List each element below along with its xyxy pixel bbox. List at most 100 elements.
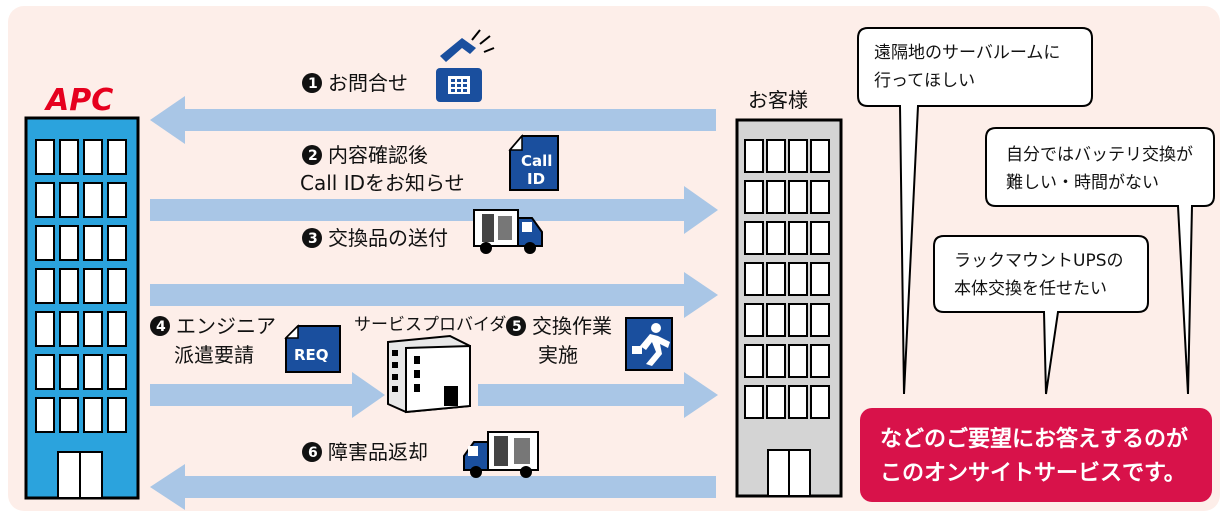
svg-text:内容確認後: 内容確認後 <box>328 143 428 167</box>
customer-building-window <box>744 344 764 378</box>
svg-text:難しい・時間がない: 難しい・時間がない <box>1006 173 1159 193</box>
svg-text:3: 3 <box>308 231 318 247</box>
apc-building-window <box>59 139 79 175</box>
svg-text:障害品返却: 障害品返却 <box>328 440 428 464</box>
svg-text:このオンサイトサービスです。: このオンサイトサービスです。 <box>880 461 1186 486</box>
svg-text:Call: Call <box>521 152 552 170</box>
apc-building-window <box>83 354 103 390</box>
apc-building-window <box>59 182 79 218</box>
customer-building-window <box>810 221 830 255</box>
svg-text:Call IDをお知らせ: Call IDをお知らせ <box>300 171 465 195</box>
apc-building-window <box>107 225 127 261</box>
apc-building-window <box>83 225 103 261</box>
apc-building-window <box>83 139 103 175</box>
customer-building-window <box>788 221 808 255</box>
apc-building-window <box>107 268 127 304</box>
svg-text:5: 5 <box>512 319 522 335</box>
call-id-document-icon: Call ID <box>508 133 559 191</box>
apc-building-window <box>59 225 79 261</box>
emergency-exit-runner-icon <box>625 317 673 371</box>
customer-building-window <box>810 303 830 337</box>
svg-text:交換作業: 交換作業 <box>532 314 612 338</box>
apc-building-window <box>83 397 103 433</box>
customer-building-window <box>788 139 808 173</box>
customer-building-window <box>810 180 830 214</box>
apc-building <box>24 116 140 500</box>
apc-building-window <box>35 397 55 433</box>
step-5-label: 5 交換作業 実施 <box>506 314 612 367</box>
arrow-step-5 <box>478 372 718 418</box>
arrow-step-1 <box>150 96 716 144</box>
apc-building-window <box>83 268 103 304</box>
step-2-label: 2 内容確認後 Call IDをお知らせ <box>300 143 465 195</box>
apc-building-window <box>35 268 55 304</box>
arrow-step-3 <box>150 272 718 318</box>
apc-building-window <box>35 182 55 218</box>
truck-icon-step-6 <box>463 431 539 478</box>
step-4-label: 4 エンジニア 派遣要請 <box>150 314 276 367</box>
req-document-icon: REQ <box>284 324 341 373</box>
apc-logo: APC <box>44 83 113 118</box>
apc-building-window <box>59 397 79 433</box>
customer-building-window <box>810 139 830 173</box>
svg-text:お問合せ: お問合せ <box>328 71 408 95</box>
customer-building-window <box>766 221 786 255</box>
arrow-step-4 <box>150 372 385 418</box>
customer-building-window <box>766 303 786 337</box>
apc-building-window <box>107 139 127 175</box>
customer-building-window <box>744 139 764 173</box>
apc-building-window <box>59 354 79 390</box>
customer-building-window <box>810 262 830 296</box>
apc-building-window <box>107 354 127 390</box>
svg-text:エンジニア: エンジニア <box>176 314 276 338</box>
svg-text:実施: 実施 <box>538 343 578 367</box>
provider-building <box>387 334 471 414</box>
svg-text:ID: ID <box>527 170 545 188</box>
svg-text:6: 6 <box>308 445 318 461</box>
svg-text:4: 4 <box>156 319 166 335</box>
apc-building-window <box>83 182 103 218</box>
apc-building-window <box>59 268 79 304</box>
svg-text:派遣要請: 派遣要請 <box>174 343 254 367</box>
customer-building-window <box>744 385 764 419</box>
speech-bubble-remote-server-room: 遠隔地のサーバルームに 行ってほしい <box>857 27 1093 395</box>
svg-text:ラックマウントUPSの: ラックマウントUPSの <box>954 251 1124 271</box>
customer-building-window <box>744 303 764 337</box>
arrow-step-6 <box>150 464 716 510</box>
customer-building-window <box>810 385 830 419</box>
apc-building-window <box>35 139 55 175</box>
customer-building-window <box>744 180 764 214</box>
apc-building-window <box>59 311 79 347</box>
svg-text:自分ではバッテリ交換が: 自分ではバッテリ交換が <box>1006 145 1193 165</box>
arrow-step-2 <box>150 186 718 234</box>
onsite-service-banner: などのご要望にお答えするのが このオンサイトサービスです。 <box>860 408 1212 502</box>
customer-building-window <box>788 344 808 378</box>
apc-building-window <box>35 311 55 347</box>
apc-building-window <box>35 225 55 261</box>
svg-text:2: 2 <box>308 148 318 164</box>
speech-bubble-rackmount-ups: ラックマウントUPSの 本体交換を任せたい <box>933 235 1149 395</box>
speech-bubble-battery-replacement: 自分ではバッテリ交換が 難しい・時間がない <box>985 127 1215 395</box>
svg-text:1: 1 <box>308 76 318 92</box>
customer-building-window <box>810 344 830 378</box>
apc-building-window <box>83 311 103 347</box>
svg-text:行ってほしい: 行ってほしい <box>874 71 975 91</box>
svg-text:本体交換を任せたい: 本体交換を任せたい <box>954 279 1107 299</box>
svg-text:REQ: REQ <box>294 346 329 364</box>
customer-building-window <box>766 262 786 296</box>
step-1-label: 1 お問合せ <box>302 71 408 95</box>
provider-label: サービスプロバイダ <box>354 315 506 335</box>
svg-text:交換品の送付: 交換品の送付 <box>328 226 448 250</box>
apc-building-window <box>107 311 127 347</box>
customer-building-window <box>766 180 786 214</box>
customer-building-window <box>744 262 764 296</box>
customer-building-window <box>788 262 808 296</box>
customer-label: お客様 <box>748 88 808 112</box>
step-6-label: 6 障害品返却 <box>302 440 428 464</box>
customer-building <box>735 118 843 498</box>
svg-text:遠隔地のサーバルームに: 遠隔地のサーバルームに <box>874 43 1060 63</box>
customer-building-window <box>766 385 786 419</box>
apc-building-window <box>107 397 127 433</box>
customer-building-window <box>766 139 786 173</box>
